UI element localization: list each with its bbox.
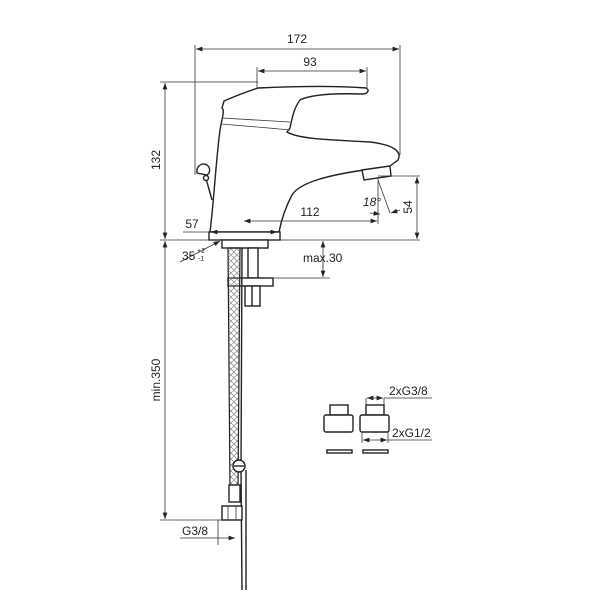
dim-hole-tol-minus: -1 xyxy=(198,256,204,263)
dim-lever-length: 93 xyxy=(303,55,317,69)
base-plate xyxy=(208,231,281,241)
dim-spout-reach: 112 xyxy=(300,205,319,219)
faucet-body xyxy=(196,85,400,241)
thread-adapters xyxy=(323,404,390,454)
dim-overall-length: 172 xyxy=(287,32,307,46)
dim-base-diameter: 57 xyxy=(185,217,199,231)
dim-adapter-small: 2xG3/8 xyxy=(389,384,428,398)
dim-hole-tol-plus: +2 xyxy=(197,248,205,255)
dim-spout-angle: 18° xyxy=(363,195,381,209)
popup-rod-knob xyxy=(196,163,213,201)
mounting-hardware xyxy=(221,239,274,307)
dim-max-deck: max.30 xyxy=(303,251,343,265)
dim-hose-thread: G3/8 xyxy=(182,524,208,538)
dim-hole-diameter: 35 xyxy=(182,249,196,263)
dimension-lines xyxy=(160,45,432,545)
dim-min-hose-length: min.350 xyxy=(149,358,163,401)
dim-adapter-large: 2xG1/2 xyxy=(392,426,431,440)
dim-height: 132 xyxy=(149,150,163,170)
flexible-hose xyxy=(221,247,247,591)
dim-spout-height: 54 xyxy=(401,200,415,214)
